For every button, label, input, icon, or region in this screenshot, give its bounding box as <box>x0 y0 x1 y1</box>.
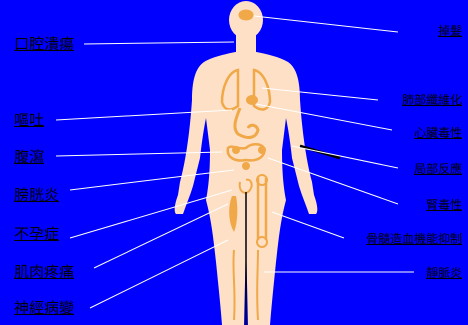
heart <box>246 95 258 105</box>
label-muscle-pain: 肌肉疼痛 <box>14 265 74 280</box>
label-phlebitis: 靜脈炎 <box>426 267 462 279</box>
label-local-reaction: 局部反應 <box>414 163 462 175</box>
brain-outline <box>240 11 252 19</box>
label-hair-loss: 掉髮 <box>438 25 462 37</box>
label-infertility: 不孕症 <box>14 227 59 242</box>
label-cardiotoxicity: 心臟毒性 <box>414 127 462 139</box>
label-nephrotoxicity: 腎毒性 <box>426 199 462 211</box>
label-vomiting: 嘔吐 <box>14 113 44 128</box>
label-diarrhea: 腹瀉 <box>14 150 44 165</box>
shin <box>257 250 258 320</box>
label-bone-marrow-suppression: 骨髓造血機能抑制 <box>366 233 462 245</box>
label-neuropathy: 神經病變 <box>14 301 74 316</box>
label-cystitis: 膀胱炎 <box>14 188 59 203</box>
label-mouth-ulcer: 口腔潰瘍 <box>14 37 74 52</box>
label-pulmonary-fibrosis: 肺部纖維化 <box>402 94 462 106</box>
calf-vein <box>233 250 234 320</box>
